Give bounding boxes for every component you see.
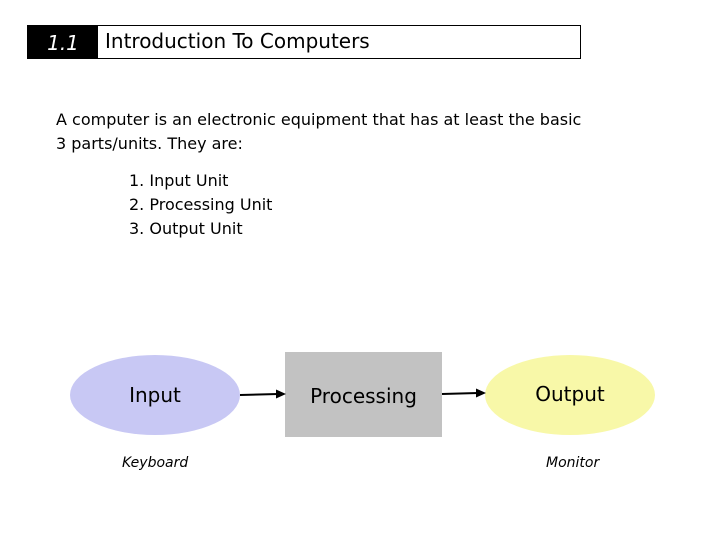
intro-line-1: A computer is an electronic equipment th… [56,110,582,129]
list-item-processing-unit: 2. Processing Unit [129,195,273,214]
title-bar: 1.1 Introduction To Computers [27,25,581,59]
arrow-processing-to-output [441,388,486,398]
output-node: Output [485,355,655,435]
section-number: 1.1 [28,26,98,58]
list-item-output-unit: 3. Output Unit [129,219,243,238]
arrow-input-to-processing [239,389,286,399]
input-node: Input [70,355,240,435]
keyboard-caption: Keyboard [122,455,189,471]
monitor-caption: Monitor [546,455,600,471]
page-title: Introduction To Computers [105,29,370,53]
intro-paragraph: A computer is an electronic equipment th… [56,108,676,156]
list-item-input-unit: 1. Input Unit [129,171,229,190]
intro-line-2: 3 parts/units. They are: [56,134,243,153]
processing-node: Processing [285,352,442,437]
parts-list: 1. Input Unit 2. Processing Unit 3. Outp… [129,169,272,241]
